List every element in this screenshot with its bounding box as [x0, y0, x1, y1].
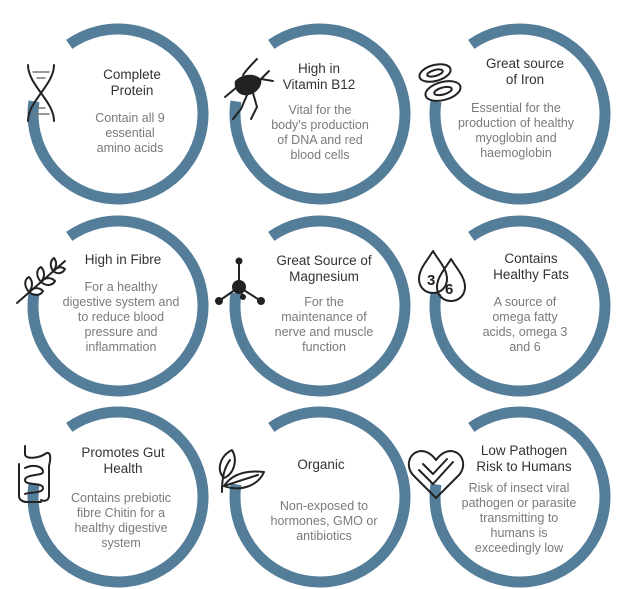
wheat-icon: [16, 257, 66, 304]
magnesium-molecule-icon: [215, 257, 265, 305]
card-description: Risk of insect viral pathogen or parasit…: [461, 481, 577, 555]
benefit-card-organic: Organic Non-exposed to hormones, GMO or …: [218, 406, 411, 588]
card-title: Contains Healthy Fats: [493, 251, 569, 282]
card-description: Contains prebiotic fibre Chitin for a he…: [70, 491, 172, 550]
omega-6-label: 6: [445, 281, 453, 298]
card-ring: [229, 215, 411, 397]
card-title: Low Pathogen Risk to Humans: [476, 443, 572, 474]
card-description: A source of omega fatty acids, omega 3 a…: [482, 295, 568, 354]
heart-check-icon: [407, 450, 465, 499]
card-ring: [229, 23, 411, 205]
card-description: For a healthy digestive system and to re…: [62, 280, 180, 354]
card-ring: [229, 406, 411, 588]
card-title: High in Vitamin B12: [282, 61, 356, 92]
benefit-card-iron: Great source of Iron Essential for the p…: [418, 23, 611, 205]
dna-icon: [27, 64, 55, 122]
card-description: Vital for the body's production of DNA a…: [271, 103, 369, 162]
card-ring: [27, 215, 209, 397]
card-title: Great source of Iron: [485, 56, 565, 87]
blood-cells-icon: [418, 63, 462, 102]
card-title: Complete Protein: [103, 67, 161, 98]
card-title: Promotes Gut Health: [81, 445, 165, 476]
card-description: Essential for the production of healthy …: [457, 101, 575, 160]
benefit-card-low-pathogen-risk: Low Pathogen Risk to Humans Risk of inse…: [407, 406, 611, 588]
omega-3-label: 3: [427, 272, 435, 289]
cricket-icon: [224, 58, 274, 120]
card-ring: [429, 406, 611, 588]
benefit-card-gut-health: Promotes Gut Health Contains prebiotic f…: [18, 406, 209, 588]
leaf-icon: [218, 449, 265, 493]
benefit-card-healthy-fats: 3 6 Contains Healthy Fats A source of om…: [418, 215, 611, 397]
intestine-icon: [18, 445, 52, 503]
benefit-card-fibre: High in Fibre For a healthy digestive sy…: [16, 215, 209, 397]
card-title: High in Fibre: [84, 252, 162, 267]
card-title: Great Source of Magnesium: [276, 253, 372, 284]
benefit-card-complete-protein: Complete Protein Contain all 9 essential…: [27, 23, 209, 205]
card-ring: [27, 23, 209, 205]
card-title: Organic: [297, 457, 345, 472]
card-description: Non-exposed to hormones, GMO or antibiot…: [270, 499, 378, 543]
card-ring: [27, 406, 209, 588]
omega-drops-icon: 3 6: [418, 250, 466, 302]
benefit-card-vitamin-b12: High in Vitamin B12 Vital for the body's…: [224, 23, 411, 205]
card-description: Contain all 9 essential amino acids: [95, 111, 165, 155]
card-description: For the maintenance of nerve and muscle …: [274, 295, 374, 354]
benefit-card-magnesium: Great Source of Magnesium For the mainte…: [215, 215, 411, 397]
card-ring: [429, 23, 611, 205]
card-ring: [429, 215, 611, 397]
